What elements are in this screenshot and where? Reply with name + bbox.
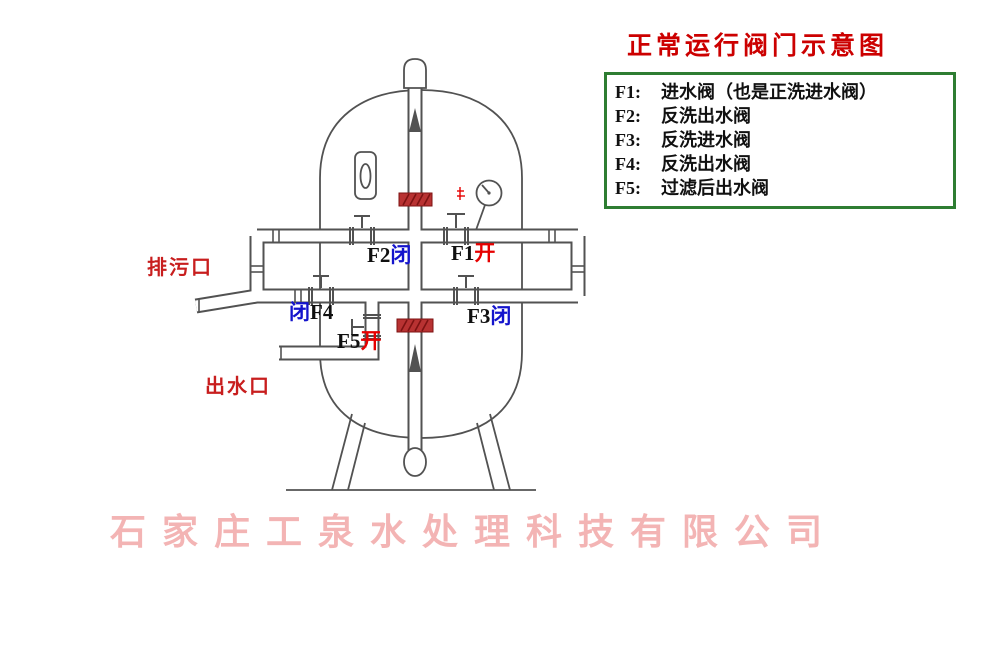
level-gauge-icon [354,151,377,200]
tank-legs [286,413,536,491]
legend-desc: 反洗出水阀 [661,154,751,174]
legend-key: F3: [615,130,641,150]
riser-flange-mark-upper [398,192,433,207]
company-watermark: 石 家 庄 工 泉 水 处 理 科 技 有 限 公 司 [110,511,826,552]
legend-desc: 反洗进水阀 [661,130,751,150]
valve-name: F1 [451,241,475,265]
port-label-outlet: 出水口 [205,376,271,398]
flow-arrow-up-bottom [409,344,421,372]
valve-name: F2 [367,243,391,267]
valve-f3 [453,275,479,305]
legend-desc: 反洗出水阀 [661,106,751,126]
valve-label-f3: F3闭 [467,300,511,330]
flow-arrow-up-top [409,108,421,132]
pressure-gauge-icon [475,179,503,231]
legend-row-f1: F1: 进水阀（也是正洗进水阀） [615,80,945,104]
legend-key: F4: [615,154,641,174]
valve-name: F3 [467,304,491,328]
riser-top-cap [403,58,427,89]
legend-row-f3: F3: 反洗进水阀 [615,128,945,152]
riser-flange-mark-lower [396,318,434,333]
valve-label-f2: F2闭 [367,239,411,269]
port-label-drain: 排污口 [147,257,213,279]
valve-label-f5: F5开 [337,325,381,355]
valve-state: 开 [474,241,496,265]
legend-desc: 进水阀（也是正洗进水阀） [661,82,877,102]
valve-label-f4: 闭F4 [289,296,333,326]
valve-name: F5 [337,329,361,353]
legend-key: F5: [615,178,641,198]
legend-row-f5: F5: 过滤后出水阀 [615,176,945,200]
legend-desc: 过滤后出水阀 [661,178,769,198]
valve-f5 [351,314,381,340]
legend-box: F1: 进水阀（也是正洗进水阀） F2: 反洗出水阀 F3: 反洗进水阀 F4:… [604,72,956,209]
valve-state: 闭 [390,243,412,267]
valve-state: 闭 [490,304,512,328]
valve-f4 [308,275,334,305]
valve-f1 [443,213,469,245]
valve-label-f1: F1开 [451,237,495,267]
valve-state: 闭 [289,300,310,324]
legend-key: F1: [615,82,641,102]
valve-state: 开 [360,329,382,353]
gauge-annotation-marks [457,187,465,200]
valve-name: F4 [310,300,334,324]
legend-row-f2: F2: 反洗出水阀 [615,104,945,128]
flange-ticks [250,229,585,303]
riser-bottom-cap [403,447,427,477]
page-title: 正常运行阀门示意图 [627,33,889,60]
valve-f2 [349,215,375,245]
legend-row-f4: F4: 反洗出水阀 [615,152,945,176]
legend-key: F2: [615,106,641,126]
